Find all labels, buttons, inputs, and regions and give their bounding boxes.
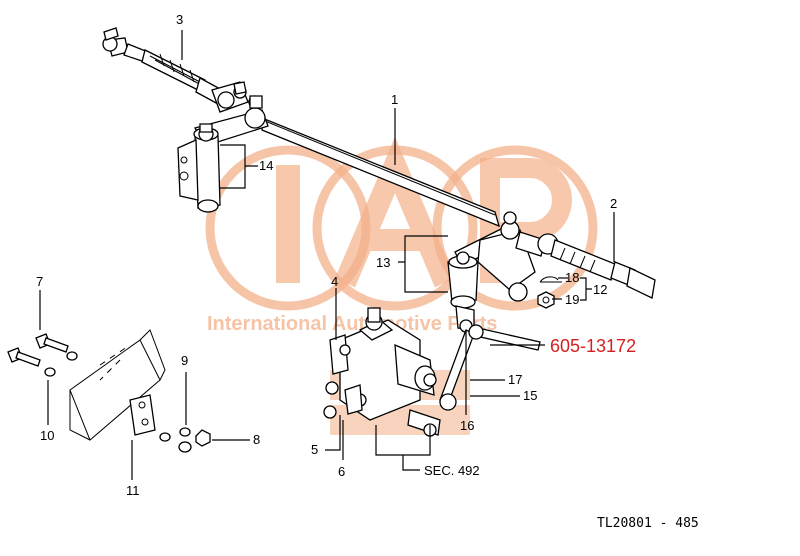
drawing-code: TL20801 - 485 — [597, 516, 699, 531]
part-number-label: 605-13172 — [550, 336, 636, 356]
bracket-callout-14 — [220, 144, 258, 189]
bolt-7 — [35, 333, 69, 353]
callout-8: 8 — [253, 432, 260, 447]
callout-3: 3 — [176, 12, 183, 27]
clamp-left — [211, 81, 249, 113]
section-reference: SEC. 492 — [424, 463, 480, 478]
callout-2: 2 — [610, 196, 617, 211]
callout-13: 13 — [376, 255, 390, 270]
tie-rod-end-right — [515, 231, 656, 299]
callout-10: 10 — [40, 428, 54, 443]
callout-9: 9 — [181, 353, 188, 368]
bracket-callout-12 — [580, 277, 592, 301]
callout-15: 15 — [523, 388, 537, 403]
steering-gear-box — [323, 307, 441, 437]
callout-1: 1 — [391, 92, 398, 107]
leader-5 — [325, 415, 341, 451]
bracket-callout-13 — [398, 235, 448, 293]
frame-bracket — [69, 329, 166, 441]
callout-14: 14 — [259, 158, 273, 173]
callout-6: 6 — [338, 464, 345, 479]
callout-17: 17 — [508, 372, 522, 387]
callout-19: 19 — [565, 292, 579, 307]
watermark-text: International Automotive Parts — [207, 313, 497, 335]
callout-12: 12 — [593, 282, 607, 297]
tie-rod-end-left — [102, 27, 223, 105]
idler-arm-bracket-left — [177, 95, 269, 213]
callout-16: 16 — [460, 418, 474, 433]
iap-watermark-logo — [205, 136, 598, 311]
callout-7: 7 — [36, 274, 43, 289]
bolt-10 — [7, 347, 41, 367]
callout-4: 4 — [331, 274, 338, 289]
cotter-pin-18 — [539, 276, 562, 283]
callout-5: 5 — [311, 442, 318, 457]
castle-nut-19 — [537, 291, 555, 309]
callout-11: 11 — [126, 483, 140, 498]
callout-18: 18 — [565, 270, 579, 285]
bracket-callout-sec — [375, 425, 431, 471]
washers — [44, 351, 211, 453]
